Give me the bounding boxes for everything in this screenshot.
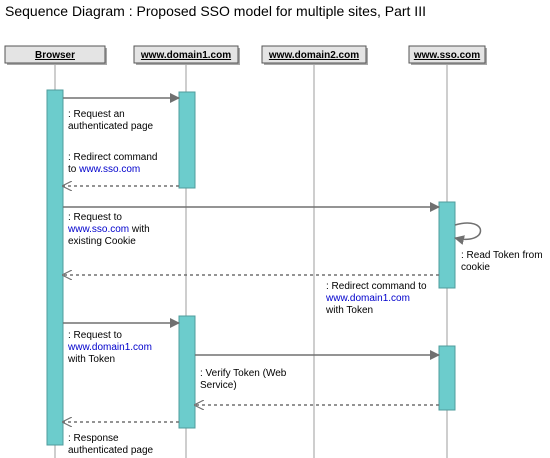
message-link-text: www.sso.com — [78, 164, 140, 175]
participant-box — [261, 45, 367, 64]
message-text: cookie — [461, 262, 490, 273]
message-link-text: www.domain1.com — [325, 293, 410, 304]
message-link-text: www.sso.com — [67, 224, 129, 235]
participant-box — [408, 45, 486, 64]
participant-label: Browser — [35, 50, 75, 61]
message-self-arrow — [454, 222, 482, 245]
message-text: : Request to — [68, 212, 122, 223]
message-text: existing Cookie — [68, 236, 136, 247]
message-text: : Response — [68, 433, 119, 444]
message-text: : Redirect command to — [326, 281, 427, 292]
message-text: : Verify Token (Web — [200, 368, 287, 379]
diagram-title: Sequence Diagram : Proposed SSO model fo… — [5, 3, 426, 19]
participant-box — [4, 45, 106, 64]
activation-bar — [178, 315, 196, 429]
message-text: with — [129, 224, 150, 235]
participant-label: www.sso.com — [413, 50, 480, 61]
message-text: to — [68, 164, 79, 175]
activation-bar — [178, 91, 196, 189]
message-text: : Read Token from — [461, 250, 543, 261]
activation-bar — [438, 201, 456, 289]
participant-box — [133, 45, 239, 64]
activation-bar — [46, 89, 64, 446]
message-text: with Token — [325, 305, 373, 316]
message-link-text: www.domain1.com — [67, 342, 152, 353]
message-text: authenticated page — [68, 121, 154, 132]
message-text: : Request an — [68, 109, 125, 120]
participant-label: www.domain2.com — [268, 50, 359, 61]
message-text: : Request to — [68, 330, 122, 341]
message-text: Service) — [200, 380, 237, 391]
message-text: authenticated page — [68, 445, 154, 456]
message-text: with Token — [67, 354, 115, 365]
activation-bar — [438, 345, 456, 411]
participant-label: www.domain1.com — [140, 50, 231, 61]
message-text: : Redirect command — [68, 152, 157, 163]
